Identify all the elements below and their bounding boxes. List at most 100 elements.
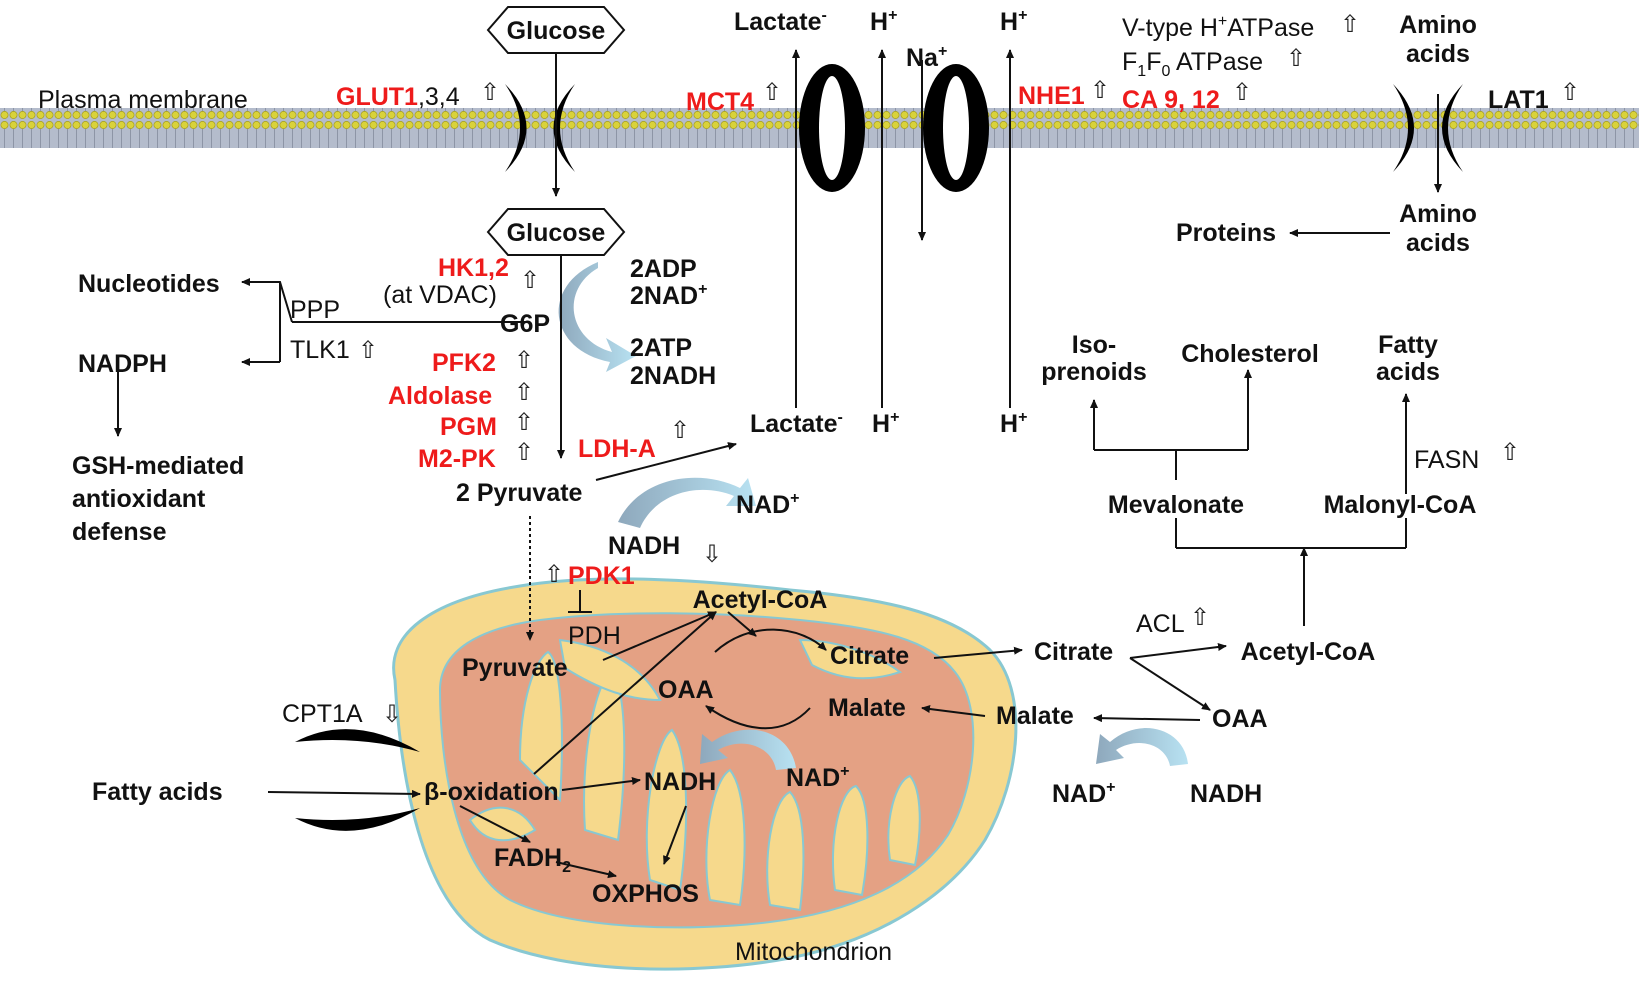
citrate-mito-label: Citrate <box>830 642 909 670</box>
mct4-label: MCT4 <box>686 88 754 116</box>
glucose-outside-label: Glucose <box>507 17 606 45</box>
nadph-label: NADPH <box>78 350 167 378</box>
amino-out-line1: Amino <box>1399 11 1477 39</box>
amino-in-line1: Amino <box>1399 200 1477 228</box>
nadh-down-arrow-icon: ⇩ <box>702 540 722 568</box>
pdk1-label: PDK1 <box>568 562 635 590</box>
nad2-label: 2NAD+ <box>630 281 707 310</box>
pfk2-up-arrow-icon: ⇧ <box>514 346 534 374</box>
vtype-atpase-label: V-type H+ATPase <box>1122 13 1314 42</box>
pyruvate2-label: 2 Pyruvate <box>456 479 583 507</box>
oaa-cyto-label: OAA <box>1212 705 1268 733</box>
isoprenoids-line1: Iso- <box>1072 331 1116 359</box>
malate-mito-label: Malate <box>828 694 906 722</box>
m2pk-up-arrow-icon: ⇧ <box>514 438 534 466</box>
cholesterol-label: Cholesterol <box>1181 340 1319 368</box>
glycolysis-cofactor-arrow <box>558 262 636 372</box>
amino-out-line2: acids <box>1406 40 1470 68</box>
nhe1-up-arrow-icon: ⇧ <box>1090 76 1110 104</box>
pyruvate-mito-label: Pyruvate <box>462 654 568 682</box>
hk-label: HK1,2 <box>438 254 509 282</box>
isoprenoids-line2: prenoids <box>1041 358 1147 386</box>
ca-up-arrow-icon: ⇧ <box>1232 78 1252 106</box>
pdk1-up-arrow-icon: ⇧ <box>544 560 564 588</box>
nad-mito-label: NAD+ <box>786 763 850 792</box>
cpt1a-transporter <box>295 729 420 831</box>
oaa-mito-label: OAA <box>658 676 714 704</box>
mct4-transporter <box>799 64 865 192</box>
ca-label: CA 9, 12 <box>1122 86 1220 114</box>
nad-cyto-label: NAD+ <box>1052 779 1116 808</box>
tlk1-label: TLK1 <box>290 336 350 364</box>
citrate-cyto-label: Citrate <box>1034 638 1113 666</box>
pgm-up-arrow-icon: ⇧ <box>514 408 534 436</box>
acetyl-coa-cyto-label: Acetyl-CoA <box>1241 638 1376 666</box>
g6p-label: G6P <box>500 310 550 338</box>
pathway-arrows <box>114 49 1442 879</box>
lat1-label: LAT1 <box>1488 86 1549 114</box>
glucose-inside-label: Glucose <box>507 219 606 247</box>
at-vdac-label: (at VDAC) <box>383 281 497 309</box>
pgm-label: PGM <box>440 413 497 441</box>
fatty-acids-line1: Fatty <box>1378 331 1438 359</box>
h-out-label-1: H+ <box>870 7 897 36</box>
acl-up-arrow-icon: ⇧ <box>1190 603 1210 631</box>
membrane-label: Plasma membrane <box>38 86 248 114</box>
nad-ldh-label: NAD+ <box>736 490 800 519</box>
glucose-inside-hexagon <box>486 208 626 256</box>
cpt1a-label: CPT1A <box>282 700 363 728</box>
ldh-cofactor-arrow <box>618 477 756 528</box>
glut-label: GLUT1,3,4 <box>336 83 460 111</box>
nadh2-label: 2NADH <box>630 362 716 390</box>
aldolase-up-arrow-icon: ⇧ <box>514 378 534 406</box>
glucose-outside-hexagon <box>486 6 626 54</box>
gsh-line3: defense <box>72 518 167 546</box>
lat1-up-arrow-icon: ⇧ <box>1560 78 1580 106</box>
pdh-label: PDH <box>568 622 621 650</box>
atp-label: 2ATP <box>630 334 692 362</box>
labels: Plasma membrane Glucose Glucose GLUT1,3,… <box>38 7 1580 966</box>
fasn-up-arrow-icon: ⇧ <box>1500 438 1520 466</box>
acetyl-coa-mito-label: Acetyl-CoA <box>693 586 828 614</box>
f1f0-atpase-label: F1F0 ATPase <box>1122 48 1263 80</box>
gsh-line1: GSH-mediated <box>72 452 244 480</box>
malonyl-coa-label: Malonyl-CoA <box>1324 491 1477 519</box>
ldha-up-arrow-icon: ⇧ <box>670 416 690 444</box>
nhe1-label: NHE1 <box>1018 82 1085 110</box>
pfk2-label: PFK2 <box>432 349 496 377</box>
lactate-in-label: Lactate- <box>750 409 843 438</box>
oxphos-label: OXPHOS <box>592 880 699 908</box>
nucleotides-label: Nucleotides <box>78 270 220 298</box>
proteins-label: Proteins <box>1176 219 1276 247</box>
glut-up-arrow-icon: ⇧ <box>480 78 500 106</box>
fadh2-label: FADH2 <box>494 844 571 876</box>
aldolase-label: Aldolase <box>388 382 492 410</box>
f1f0-up-arrow-icon: ⇧ <box>1286 44 1306 72</box>
cpt1a-down-arrow-icon: ⇩ <box>382 700 402 728</box>
beta-oxidation-label: β-oxidation <box>424 778 559 806</box>
ppp-label: PPP <box>290 296 340 324</box>
lactate-out-label: Lactate- <box>734 7 827 36</box>
fasn-label: FASN <box>1414 446 1479 474</box>
amino-in-line2: acids <box>1406 229 1470 257</box>
h-in-label-1: H+ <box>872 409 899 438</box>
h-out-label-2: H+ <box>1000 7 1027 36</box>
tlk1-up-arrow-icon: ⇧ <box>358 336 378 364</box>
mevalonate-label: Mevalonate <box>1108 491 1244 519</box>
na-label: Na+ <box>906 43 947 72</box>
nhe1-transporter <box>923 64 989 192</box>
nadh-ldh-label: NADH <box>608 532 680 560</box>
hk-up-arrow-icon: ⇧ <box>520 266 540 294</box>
mitochondrion <box>392 577 1018 971</box>
gsh-line2: antioxidant <box>72 485 206 513</box>
nadh-cyto-label: NADH <box>1190 780 1262 808</box>
h-in-label-2: H+ <box>1000 409 1027 438</box>
glut-transporter <box>505 84 575 172</box>
mitochondrion-label: Mitochondrion <box>735 938 892 966</box>
vtype-up-arrow-icon: ⇧ <box>1340 10 1360 38</box>
adp-label: 2ADP <box>630 255 697 283</box>
fatty-acids-mito-label: Fatty acids <box>92 778 223 806</box>
cyto-cofactor-arrow <box>1096 728 1188 766</box>
acl-label: ACL <box>1136 610 1185 638</box>
